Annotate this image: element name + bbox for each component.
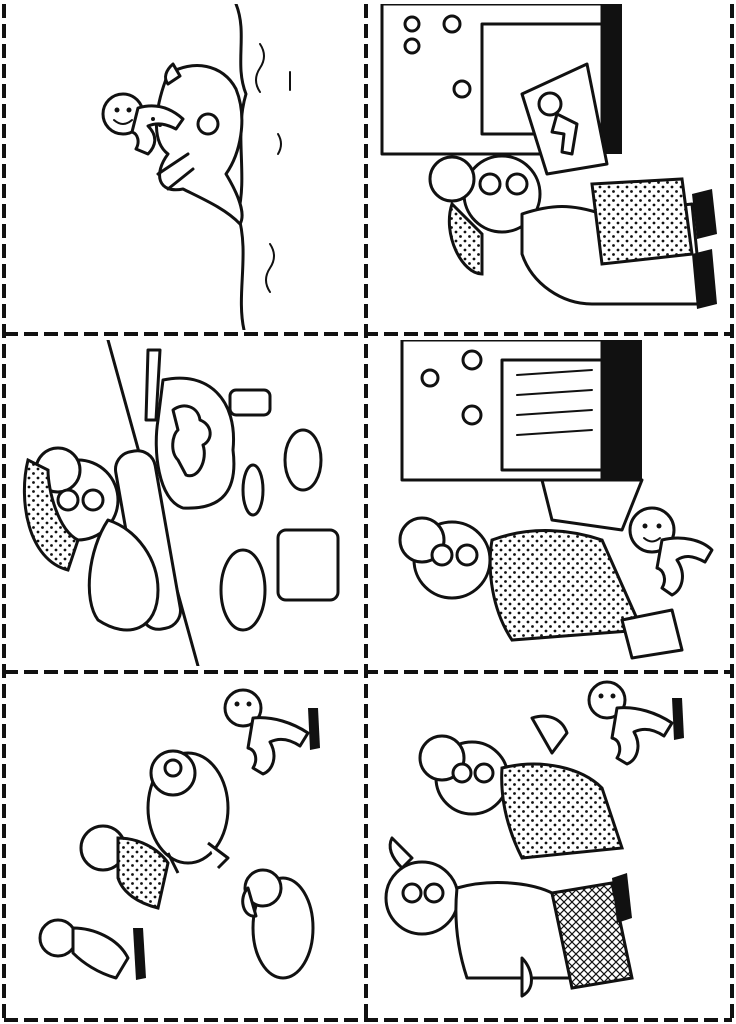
panel-opening-oven — [372, 340, 728, 666]
cookie-on-tray-icon — [537, 91, 579, 156]
panel-chase-couple — [372, 678, 728, 1016]
panel-fox-river — [8, 4, 360, 330]
gingerbread-man-on-fox-in-river-icon — [101, 4, 291, 330]
gingerbread-man-icon — [587, 680, 674, 766]
grandma-rolling-dough-icon — [22, 340, 340, 666]
gingerbread-man-icon — [223, 688, 310, 776]
panel-chase-animals — [8, 678, 360, 1016]
panel-take-from-oven — [372, 4, 728, 330]
old-couple-chasing-gingerbread-man-icon — [384, 680, 684, 998]
animals-chasing-gingerbread-man-icon — [38, 688, 320, 980]
grandma-taking-cookie-from-oven-icon — [380, 4, 717, 309]
gingerbread-man-jumps-from-oven-icon — [398, 340, 714, 660]
gingerbread-man-icon — [101, 92, 185, 156]
panel-rolling-dough — [8, 340, 360, 666]
gingerbread-man-icon — [628, 506, 714, 597]
